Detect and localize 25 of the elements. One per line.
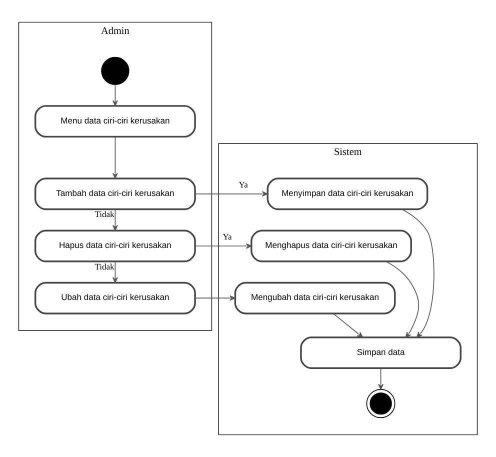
arrow: [112, 136, 118, 179]
node-box: Hapus data ciri-ciri kerusakan: [34, 230, 196, 262]
edge-label: Tidak: [94, 209, 114, 220]
node-box: Menghapus data ciri-ciri kerusakan: [250, 230, 412, 262]
node-box: Menu data ciri-ciri kerusakan: [34, 105, 196, 138]
arrow: [112, 261, 118, 283]
edge-label: Ya: [238, 179, 248, 190]
node-box: Mengubah data ciri-ciri kerusakan: [234, 282, 396, 314]
arrow: [385, 261, 420, 338]
arrow: [112, 208, 118, 231]
node-box: Ubah data ciri-ciri kerusakan: [34, 282, 196, 314]
arrow: [194, 295, 236, 301]
arrow: [194, 243, 252, 249]
edge-label: Tidak: [94, 261, 114, 272]
node-circle: [101, 56, 130, 86]
node-box: Menyimpan data ciri-ciri kerusakan: [266, 178, 428, 210]
arrow: [332, 313, 364, 338]
node-box: Simpan data: [300, 336, 462, 369]
arrow: [194, 191, 268, 197]
arrow: [378, 368, 384, 390]
edge-label: Ya: [222, 231, 232, 242]
arrow: [112, 84, 118, 106]
node-box: Tambah data ciri-ciri kerusakan: [34, 178, 196, 210]
arrow: [402, 208, 434, 338]
node-circle: [366, 389, 396, 418]
